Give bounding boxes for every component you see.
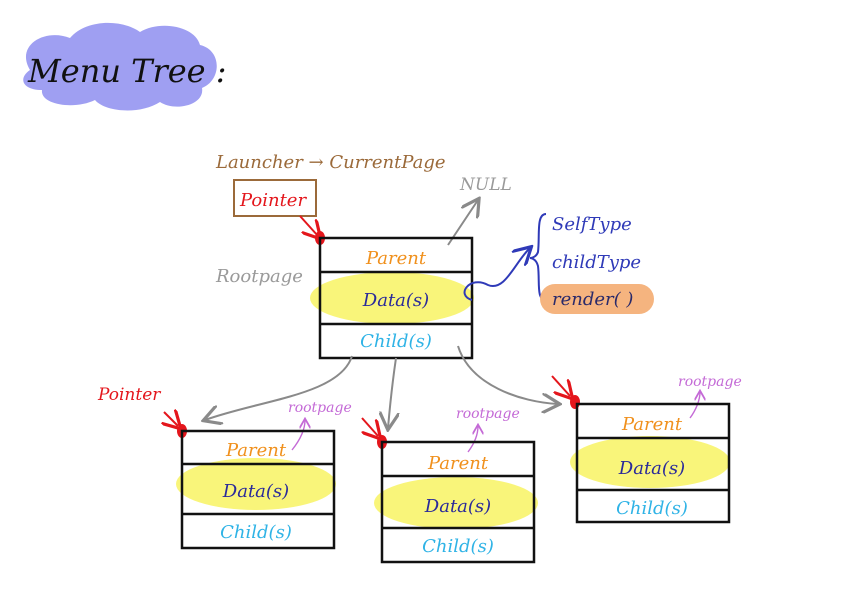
- child3-child-label: Child(s): [616, 498, 688, 519]
- child3-parent-label: Parent: [621, 414, 683, 435]
- child1-rootpage-label: rootpage: [288, 400, 352, 416]
- child-arrow-3: [457, 345, 558, 404]
- child2-data-highlight: [374, 477, 538, 529]
- page-title: Menu Tree :: [27, 52, 227, 90]
- child3-pointer-dot: [570, 395, 580, 409]
- null-label: NULL: [459, 175, 512, 195]
- data-detail-arrow: [463, 248, 530, 301]
- child-arrow-2: [388, 357, 396, 428]
- child2-box: [380, 440, 536, 564]
- title-cloud: [23, 22, 217, 111]
- launcher-label: Launcher → CurrentPage: [215, 152, 446, 173]
- child1-data-label: Data(s): [222, 481, 289, 502]
- child2-child-label: Child(s): [422, 536, 494, 557]
- child2-parent-label: Parent: [427, 453, 489, 474]
- root-pointer-label: Pointer: [239, 190, 307, 211]
- title-cloud-shape: [23, 22, 217, 111]
- root-pointer-box: [233, 179, 317, 217]
- child1-pointer-label: Pointer: [97, 385, 161, 405]
- list-item-childtype: childType: [552, 252, 641, 273]
- child-node-2: rootpage Parent Data(s) Child(s): [362, 406, 538, 564]
- child-node-3: rootpage Parent Data(s) Child(s): [551, 374, 742, 524]
- child3-box: [575, 402, 731, 524]
- list-brace: [529, 213, 547, 301]
- root-data-highlight: [310, 272, 474, 324]
- child3-data-label: Data(s): [618, 458, 685, 479]
- child3-rootpage-label: rootpage: [678, 374, 742, 390]
- child2-data-label: Data(s): [424, 496, 491, 517]
- child1-child-label: Child(s): [220, 522, 292, 543]
- root-node: Parent Data(s) Child(s): [310, 236, 474, 360]
- child1-data-highlight: [176, 458, 336, 510]
- root-child-label: Child(s): [360, 331, 432, 352]
- list-item-selftype: SelfType: [552, 214, 632, 235]
- root-data-label: Data(s): [362, 290, 429, 311]
- child2-rootpage-label: rootpage: [456, 406, 520, 422]
- root-parent-label: Parent: [365, 248, 427, 269]
- child-arrow-1: [205, 355, 353, 420]
- child1-box: [180, 429, 336, 550]
- child-node-1: Pointer rootpage Parent Data(s) Child(s): [97, 385, 352, 550]
- root-pointer-arrow: [299, 215, 318, 236]
- list-item-render: render( ): [552, 289, 633, 310]
- render-highlight: [540, 284, 654, 314]
- rootpage-label: Rootpage: [215, 266, 303, 287]
- child3-data-highlight: [570, 436, 730, 488]
- child1-parent-label: Parent: [225, 440, 287, 461]
